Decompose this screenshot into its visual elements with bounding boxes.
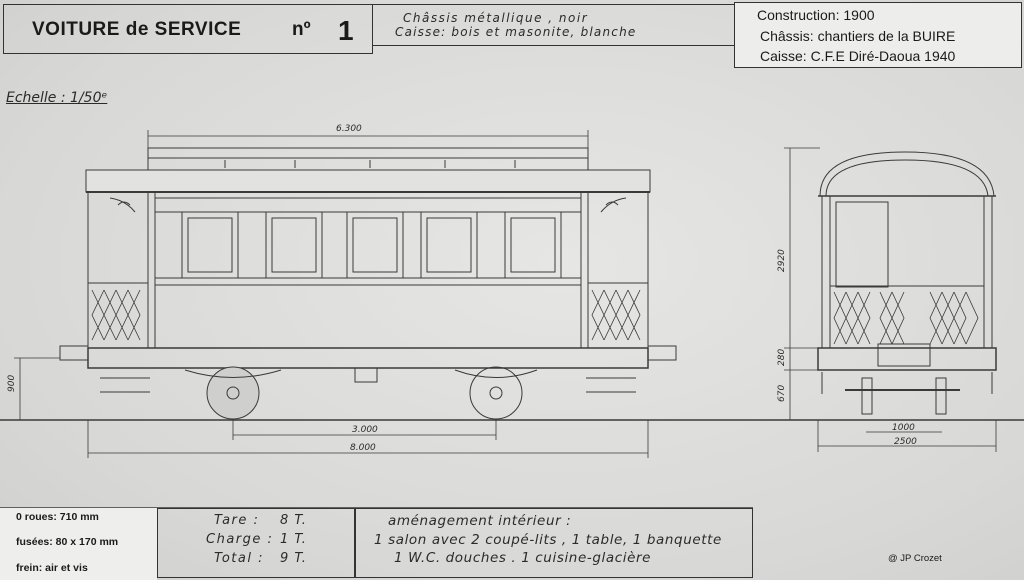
scale-label: Echelle : 1/50ᵉ — [6, 90, 108, 106]
side-elevation — [59, 147, 677, 420]
interior-line-1: 1 salon avec 2 coupé-lits , 1 table, 1 b… — [374, 532, 722, 548]
wheel-diameter: 0 roues: 710 mm — [16, 511, 99, 523]
total-value: 9 T. — [280, 551, 307, 566]
copyright: @ JP Crozet — [888, 553, 942, 564]
total-label: Total : — [214, 551, 264, 566]
side-dimensions — [14, 130, 649, 458]
dim-height-wheel: 670 — [777, 385, 787, 402]
interior-heading: aménagement intérieur : — [388, 513, 572, 529]
interior-block: aménagement intérieur : 1 salon avec 2 c… — [355, 508, 753, 578]
dim-total-length: 8.000 — [350, 443, 376, 453]
material-block: Châssis métallique , noir Caisse: bois e… — [373, 4, 735, 46]
tare-label: Tare : — [214, 513, 260, 528]
dim-height-chassis: 280 — [777, 349, 787, 366]
brake-type: frein: air et vis — [16, 562, 88, 574]
chassis-material: Châssis métallique , noir — [403, 11, 589, 25]
body-builder: Caisse: C.F.E Diré-Daoua 1940 — [760, 48, 956, 64]
dim-width: 2500 — [894, 437, 917, 447]
body-material: Caisse: bois et masonite, blanche — [395, 25, 637, 39]
dim-wheelbase: 3.000 — [352, 425, 378, 435]
end-dimensions — [784, 147, 997, 452]
weights-block: Tare : 8 T. Charge : 1 T. Total : 9 T. — [157, 508, 355, 578]
chassis-builder: Châssis: chantiers de la BUIRE — [760, 28, 956, 44]
dim-roof-length: 6.300 — [336, 124, 362, 134]
dim-floor-height: 900 — [7, 375, 17, 392]
title-block: VOITURE de SERVICE nº 1 — [3, 4, 373, 54]
interior-line-2: 1 W.C. douches . 1 cuisine-glacière — [394, 550, 652, 566]
construction-info-block: Construction: 1900 Châssis: chantiers de… — [734, 2, 1022, 68]
number-prefix: nº — [292, 19, 311, 40]
page-title: VOITURE de SERVICE — [32, 19, 242, 40]
dim-height-total: 2920 — [777, 249, 787, 272]
tare-value: 8 T. — [280, 513, 307, 528]
charge-label: Charge : — [206, 532, 274, 547]
end-elevation — [817, 151, 997, 415]
axle-journals: fusées: 80 x 170 mm — [16, 536, 119, 548]
dim-gauge: 1000 — [892, 423, 915, 433]
construction-year: Construction: 1900 — [757, 7, 875, 23]
charge-value: 1 T. — [280, 532, 307, 547]
vehicle-number: 1 — [338, 15, 354, 46]
wheel-specs: 0 roues: 710 mm fusées: 80 x 170 mm frei… — [0, 508, 157, 580]
